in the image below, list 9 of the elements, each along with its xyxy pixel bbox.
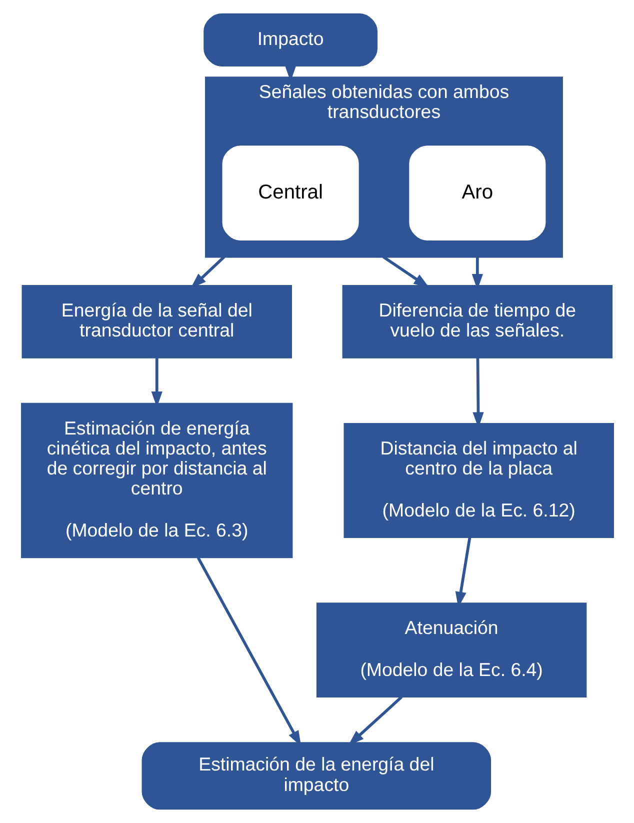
node-box: Distancia del impacto al centro de la placa (Modelo de la Ec. 6.12) — [343, 423, 614, 538]
node-box: Central — [222, 146, 358, 240]
node-box: Estimación de la energía del impacto — [141, 742, 491, 810]
node-box: Energía de la señal del transductor central — [21, 285, 292, 358]
node-box: Estimación de energía cinética del impacto, antes de corregir por distancia al centro (Modelo de la Ec. 6.3) — [20, 402, 292, 558]
node-box: Diferencia de tiempo de vuelo de las señales. — [342, 285, 612, 358]
node-box: Atenuación (Modelo de la Ec. 6.4) — [316, 602, 586, 698]
arrow — [382, 256, 429, 288]
node-box: Aro — [408, 146, 546, 240]
